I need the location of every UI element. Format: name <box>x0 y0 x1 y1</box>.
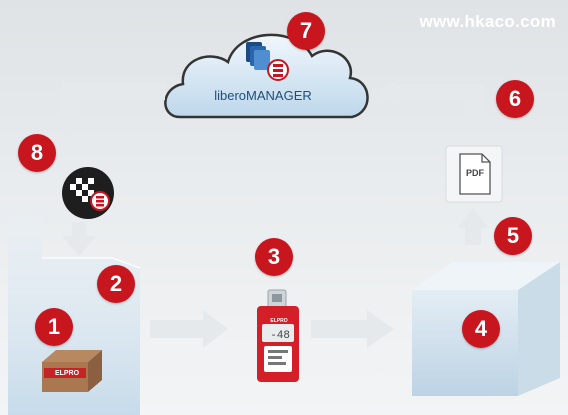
box-label: ELPRO <box>54 370 80 377</box>
cloud-shape <box>164 33 369 119</box>
arrow-logger-to-destination <box>311 310 394 348</box>
step-badge-5: 5 <box>494 217 532 255</box>
step-badge-7: 7 <box>287 12 325 50</box>
cloud-label: liberoMANAGER <box>214 88 312 103</box>
factory-building <box>8 215 141 415</box>
step-badge-8: 8 <box>18 134 56 172</box>
cardboard-box <box>42 350 102 392</box>
arrow-up-to-pdf <box>457 208 489 245</box>
software-icon <box>62 167 114 219</box>
arrow-software-to-factory <box>62 222 96 256</box>
pdf-label: PDF <box>466 168 484 178</box>
watermark: www.hkaco.com <box>419 12 556 31</box>
arrow-factory-to-logger <box>150 310 228 348</box>
libero-manager-icon <box>246 42 289 81</box>
arrow-cloud-to-software <box>58 82 165 140</box>
device-brand-label: ELPRO <box>270 318 288 324</box>
pdf-document-icon <box>445 145 503 203</box>
step-badge-6: 6 <box>496 80 534 118</box>
step-badge-4: 4 <box>462 310 500 348</box>
arrow-pdf-to-cloud <box>372 81 483 134</box>
step-badge-3: 3 <box>255 238 293 276</box>
data-logger-device: -48 <box>257 289 299 382</box>
svg-text:-48: -48 <box>270 330 290 342</box>
step-badge-1: 1 <box>35 308 73 346</box>
destination-warehouse <box>412 262 560 396</box>
step-badge-2: 2 <box>97 265 135 303</box>
